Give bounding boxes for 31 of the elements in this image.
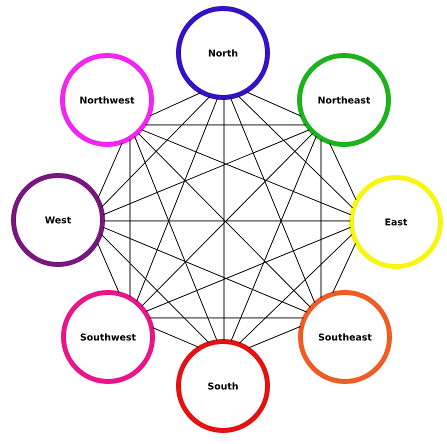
connector-line xyxy=(104,220,350,222)
connector-line xyxy=(329,143,356,200)
circle-node: Northeast xyxy=(297,53,391,147)
circle-node: North xyxy=(176,6,270,100)
circle-node: Northwest xyxy=(60,53,154,147)
connector-line xyxy=(102,226,307,312)
connector-line xyxy=(230,136,317,342)
connector-line xyxy=(146,226,351,312)
connector-line xyxy=(134,136,218,341)
connector-line xyxy=(248,326,301,348)
circle-node: Southwest xyxy=(61,290,155,384)
connector-line xyxy=(98,143,122,198)
connector-line xyxy=(101,234,209,343)
connector-line xyxy=(102,96,210,208)
connector-line xyxy=(142,129,352,216)
connector-line xyxy=(246,92,302,117)
connector-line xyxy=(238,96,353,208)
connector-line xyxy=(239,234,352,344)
circle-node: Southeast xyxy=(298,290,392,384)
connector-line xyxy=(145,124,306,126)
circle-node: West xyxy=(11,172,105,267)
connector-line xyxy=(320,139,322,298)
connector-line xyxy=(150,92,201,116)
circle-node: East xyxy=(349,174,443,269)
connector-line xyxy=(332,243,356,294)
connector-line xyxy=(97,242,120,293)
connector-line xyxy=(230,98,316,303)
connector-line xyxy=(152,327,199,348)
connector-line xyxy=(103,129,310,215)
connector-line xyxy=(136,98,218,302)
circle-node: South xyxy=(176,338,270,433)
